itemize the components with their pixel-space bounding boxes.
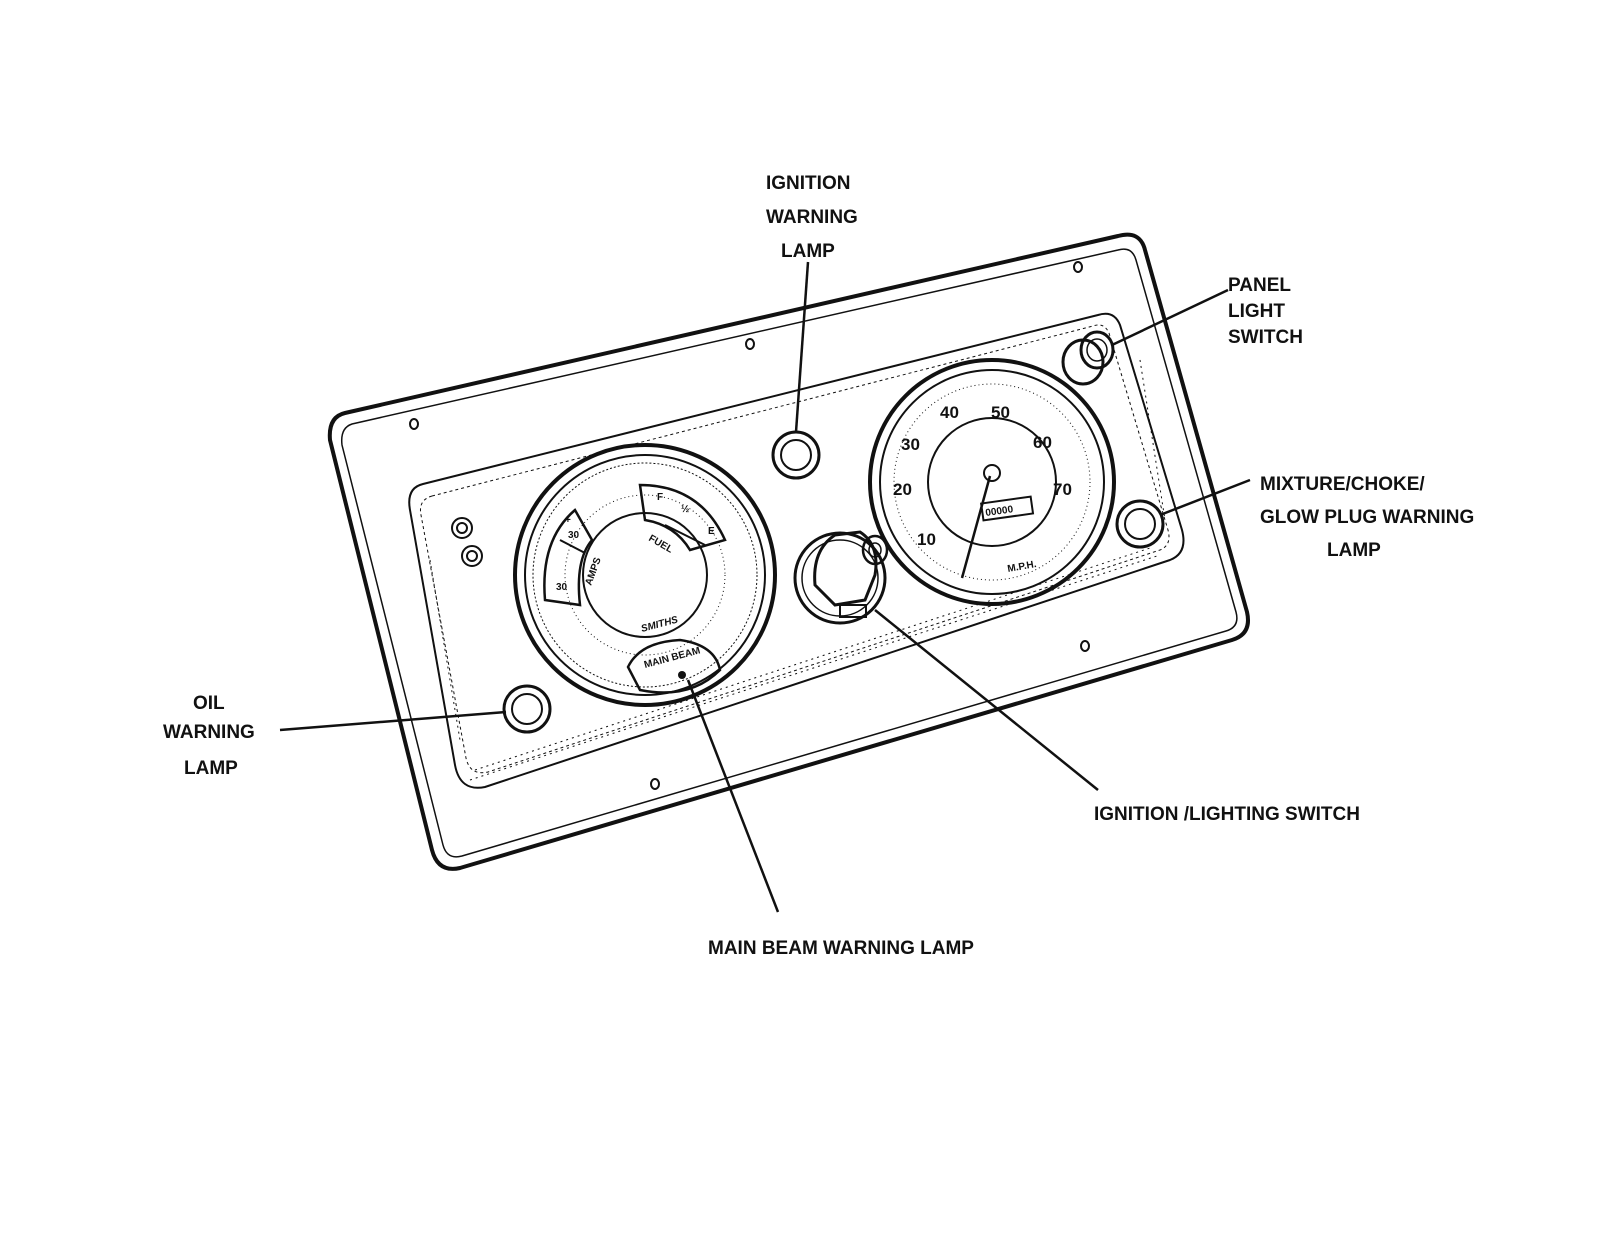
- screw-hole: [409, 418, 419, 430]
- label-mixture-line2: GLOW PLUG WARNING: [1260, 507, 1474, 528]
- fuel-half: ½: [681, 504, 689, 515]
- tick-10: 10: [917, 530, 936, 549]
- main-beam-bulb: [678, 671, 686, 679]
- mixture-warning-lamp: [1115, 499, 1165, 549]
- label-mixture-line1: MIXTURE/CHOKE/: [1260, 474, 1425, 495]
- amps-30-top: 30: [568, 530, 580, 541]
- tick-30: 30: [901, 435, 920, 454]
- label-panel-light-line2: LIGHT: [1228, 301, 1285, 322]
- odometer-reading: 00000: [985, 504, 1015, 519]
- fuel-full: F: [657, 492, 663, 503]
- label-oil-line1: OIL: [193, 693, 225, 714]
- speed-unit: M.P.H.: [1007, 559, 1038, 575]
- brand-label: SMITHS: [640, 614, 680, 634]
- screw-hole: [1073, 261, 1083, 273]
- label-ignition-lighting-switch: IGNITION /LIGHTING SWITCH: [1094, 804, 1360, 825]
- combination-gauge: + 30 30 AMPS F ½ E FUEL SMITHS MAIN BEAM: [513, 443, 777, 707]
- label-mixture-line3: LAMP: [1327, 540, 1381, 561]
- tick-70: 70: [1053, 480, 1072, 499]
- leader-ignition-lighting-switch: [874, 609, 1099, 791]
- oil-warning-lamp: [502, 684, 552, 734]
- screw-hole: [1080, 640, 1090, 652]
- amps-label: AMPS: [583, 556, 603, 587]
- label-ignition-warning-line2: WARNING: [766, 207, 858, 228]
- label-ignition-warning-line3: LAMP: [781, 241, 835, 262]
- label-oil-line2: WARNING: [163, 722, 255, 743]
- label-panel-light-line1: PANEL: [1228, 275, 1291, 296]
- leader-lines: [279, 261, 1251, 913]
- label-main-beam-warning-lamp: MAIN BEAM WARNING LAMP: [708, 938, 974, 959]
- tick-60: 60: [1033, 433, 1052, 452]
- tick-40: 40: [940, 403, 959, 422]
- label-ignition-warning-line1: IGNITION: [766, 173, 850, 194]
- leader-oil-warning-lamp: [279, 710, 507, 732]
- speedometer: 00000 10 20 30 40 50 60 70 M.P.H.: [868, 358, 1116, 606]
- amps-30-bottom: 30: [556, 582, 568, 593]
- dashboard-panel: [327, 232, 1250, 871]
- leader-ignition-warning-lamp: [794, 261, 810, 433]
- label-panel-light-line3: SWITCH: [1228, 327, 1303, 348]
- callout-labels: IGNITION WARNING LAMP PANEL LIGHT SWITCH…: [163, 173, 1474, 959]
- twin-indicator-lamps: [451, 517, 483, 567]
- tick-50: 50: [991, 403, 1010, 422]
- screw-hole: [745, 338, 755, 350]
- label-oil-line3: LAMP: [184, 758, 238, 779]
- leader-main-beam-lamp: [686, 679, 780, 913]
- panel-light-switch: [1061, 330, 1115, 386]
- ignition-warning-lamp: [771, 430, 821, 480]
- leader-panel-light-switch: [1111, 288, 1229, 347]
- leader-mixture-lamp: [1159, 478, 1251, 517]
- screw-hole: [650, 778, 660, 790]
- ignition-lighting-switch: [793, 530, 889, 625]
- main-beam-label: MAIN BEAM: [643, 645, 702, 671]
- fuel-label: FUEL: [647, 533, 675, 556]
- fuel-empty: E: [708, 526, 715, 537]
- amps-plus: +: [565, 515, 571, 526]
- tick-20: 20: [893, 480, 912, 499]
